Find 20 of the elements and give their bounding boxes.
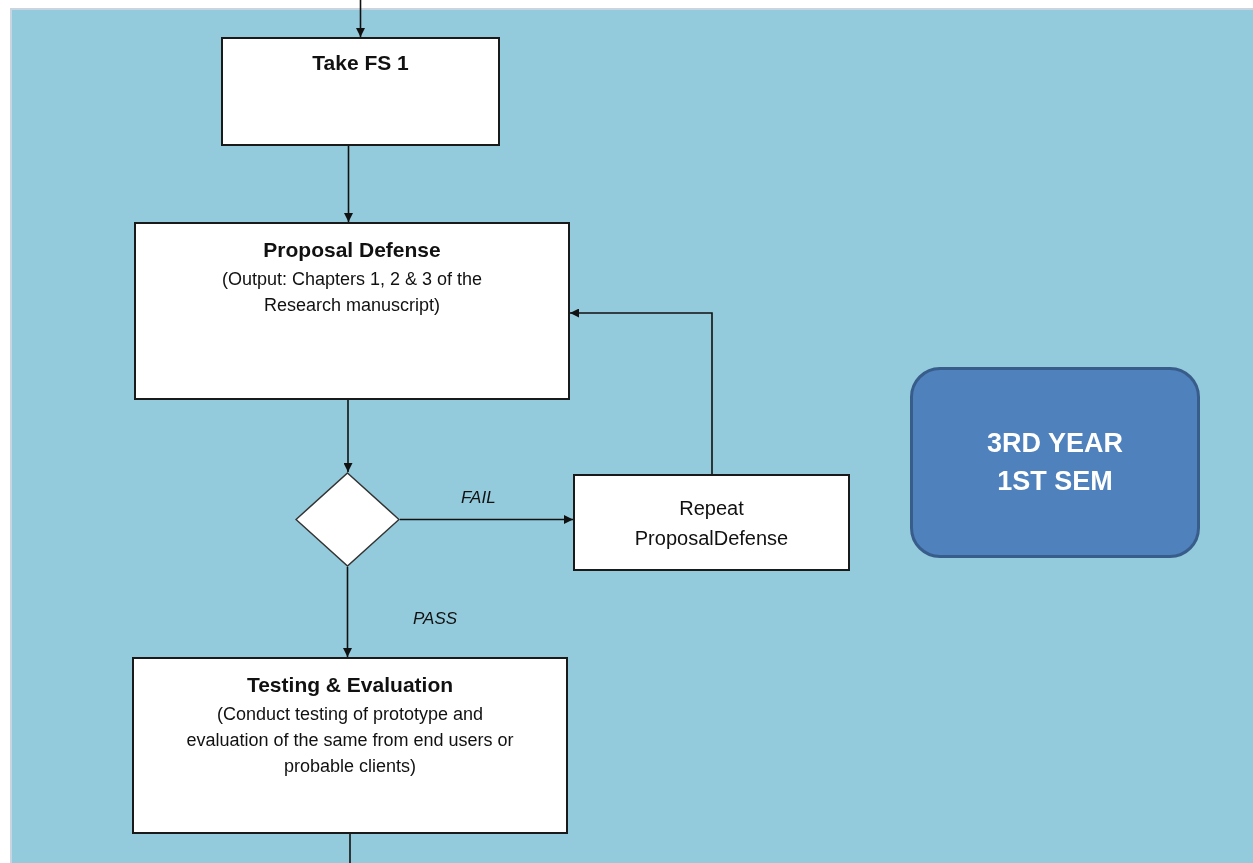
box-description: (Conduct testing of prototype and evaluation of the same from end users or probable clients)	[185, 703, 515, 779]
connector-line	[349, 833, 351, 863]
process-box	[134, 222, 570, 400]
arrow	[399, 515, 574, 524]
arrow	[343, 399, 353, 473]
box-heading: Testing & Evaluation	[246, 673, 454, 697]
box-heading: Take FS 1	[312, 51, 409, 75]
arrow	[569, 308, 713, 475]
semester-label-box	[910, 367, 1200, 558]
process-box	[221, 37, 500, 146]
arrow	[343, 566, 352, 658]
box-heading: Proposal Defense	[263, 238, 441, 262]
arrow	[356, 0, 365, 38]
arrow	[344, 145, 353, 223]
decision-diamond	[295, 472, 400, 567]
box-text: Repeat ProposalDefense	[633, 495, 790, 551]
box-description: (Output: Chapters 1, 2 & 3 of the Research manuscript)	[220, 268, 484, 318]
process-box	[573, 474, 850, 571]
process-box	[132, 657, 568, 834]
semester-title: 3RD YEAR 1ST SEM	[985, 426, 1124, 498]
